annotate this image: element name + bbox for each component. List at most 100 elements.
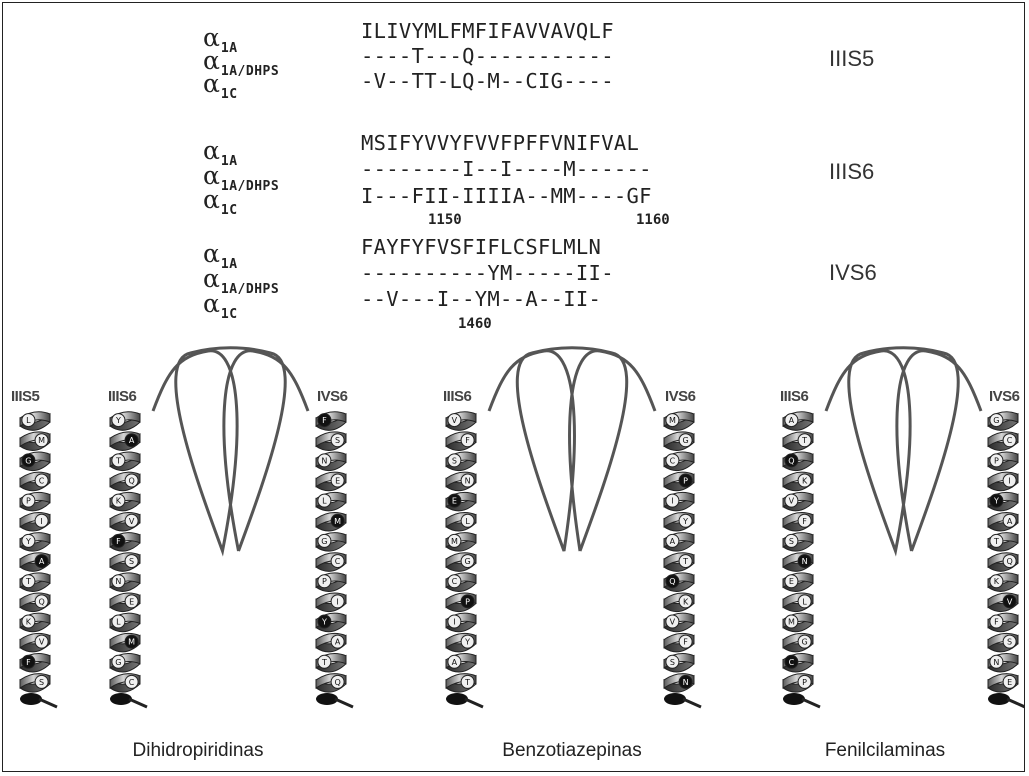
svg-text:I: I (40, 517, 42, 526)
svg-text:I: I (671, 497, 673, 506)
caption-fenilcilaminas: Fenilcilaminas (825, 741, 945, 760)
svg-text:P: P (683, 476, 688, 485)
svg-text:G: G (993, 416, 999, 425)
svg-text:V: V (452, 416, 458, 425)
svg-text:N: N (465, 476, 471, 485)
svg-text:N: N (802, 557, 808, 566)
svg-text:L: L (26, 416, 31, 425)
svg-text:S: S (1007, 638, 1012, 647)
svg-text:T: T (993, 537, 999, 546)
svg-text:C: C (452, 577, 458, 586)
svg-text:G: G (464, 557, 470, 566)
svg-text:N: N (993, 658, 999, 667)
svg-text:Y: Y (993, 497, 999, 506)
svg-text:V: V (789, 497, 795, 506)
svg-text:Q: Q (669, 577, 675, 586)
svg-text:G: G (801, 638, 807, 647)
helix-coil: F S N E L M G C P I Y A T Q (316, 412, 353, 707)
svg-text:A: A (789, 416, 795, 425)
svg-text:A: A (39, 557, 45, 566)
svg-text:G: G (321, 537, 327, 546)
svg-text:A: A (670, 537, 676, 546)
svg-text:V: V (670, 617, 676, 626)
svg-text:L: L (116, 617, 121, 626)
svg-text:A: A (335, 638, 341, 647)
svg-text:T: T (682, 557, 688, 566)
svg-text:P: P (26, 497, 31, 506)
svg-text:M: M (38, 436, 45, 445)
svg-text:F: F (994, 617, 999, 626)
svg-text:T: T (115, 456, 121, 465)
svg-text:C: C (1007, 436, 1013, 445)
svg-text:M: M (451, 537, 458, 546)
svg-text:P: P (802, 678, 807, 687)
svg-text:S: S (670, 658, 675, 667)
p-loop (153, 348, 308, 551)
helix-coil: LMGCPIYATQKVFS (20, 412, 57, 707)
svg-text:K: K (802, 476, 808, 485)
svg-text:V: V (39, 638, 45, 647)
svg-text:M: M (334, 517, 341, 526)
svg-text:C: C (789, 658, 795, 667)
svg-text:C: C (335, 557, 341, 566)
svg-text:S: S (335, 436, 340, 445)
svg-text:P: P (465, 597, 470, 606)
svg-text:Y: Y (25, 537, 31, 546)
svg-text:P: P (322, 577, 327, 586)
svg-text:I: I (336, 597, 338, 606)
svg-text:Y: Y (321, 617, 327, 626)
svg-text:E: E (452, 497, 457, 506)
svg-text:G: G (25, 456, 31, 465)
svg-text:K: K (683, 597, 689, 606)
svg-text:P: P (994, 456, 999, 465)
caption-benzotiazepinas: Benzotiazepinas (502, 741, 641, 760)
svg-text:Q: Q (128, 476, 134, 485)
svg-text:G: G (115, 658, 121, 667)
svg-text:T: T (321, 658, 327, 667)
svg-text:F: F (322, 416, 327, 425)
svg-text:F: F (465, 436, 470, 445)
helix-coil: ATQKVFSNELMGCP (783, 412, 820, 707)
svg-text:T: T (25, 577, 31, 586)
svg-text:G: G (682, 436, 688, 445)
svg-text:K: K (26, 617, 32, 626)
svg-text:S: S (452, 456, 457, 465)
svg-text:K: K (994, 577, 1000, 586)
svg-text:C: C (129, 678, 135, 687)
svg-text:T: T (801, 436, 807, 445)
svg-text:Y: Y (682, 517, 688, 526)
svg-text:E: E (335, 476, 340, 485)
svg-text:Q: Q (38, 597, 44, 606)
svg-text:N: N (321, 456, 327, 465)
svg-text:I: I (1008, 476, 1010, 485)
svg-text:F: F (26, 658, 31, 667)
svg-text:N: N (115, 577, 121, 586)
svg-text:S: S (39, 678, 44, 687)
helix-illustration: L M G C P I Y A T Q K V F S Y A T Q K V F S N E L M G C F S N E L M G C P I Y A… (3, 3, 1025, 772)
p-loop (489, 348, 655, 551)
svg-text:I: I (453, 617, 455, 626)
svg-text:Y: Y (464, 638, 470, 647)
svg-text:A: A (129, 436, 135, 445)
svg-text:V: V (129, 517, 135, 526)
svg-text:M: M (788, 617, 795, 626)
p-loop (826, 348, 981, 551)
svg-text:F: F (683, 638, 688, 647)
svg-text:A: A (1007, 517, 1013, 526)
svg-text:F: F (802, 517, 807, 526)
svg-text:L: L (465, 517, 470, 526)
svg-text:S: S (789, 537, 794, 546)
svg-text:Q: Q (788, 456, 794, 465)
svg-text:E: E (1007, 678, 1012, 687)
svg-text:N: N (683, 678, 689, 687)
svg-text:T: T (464, 678, 470, 687)
svg-text:C: C (670, 456, 676, 465)
svg-text:Q: Q (334, 678, 340, 687)
svg-text:E: E (789, 577, 794, 586)
svg-text:L: L (322, 497, 327, 506)
svg-text:F: F (116, 537, 121, 546)
